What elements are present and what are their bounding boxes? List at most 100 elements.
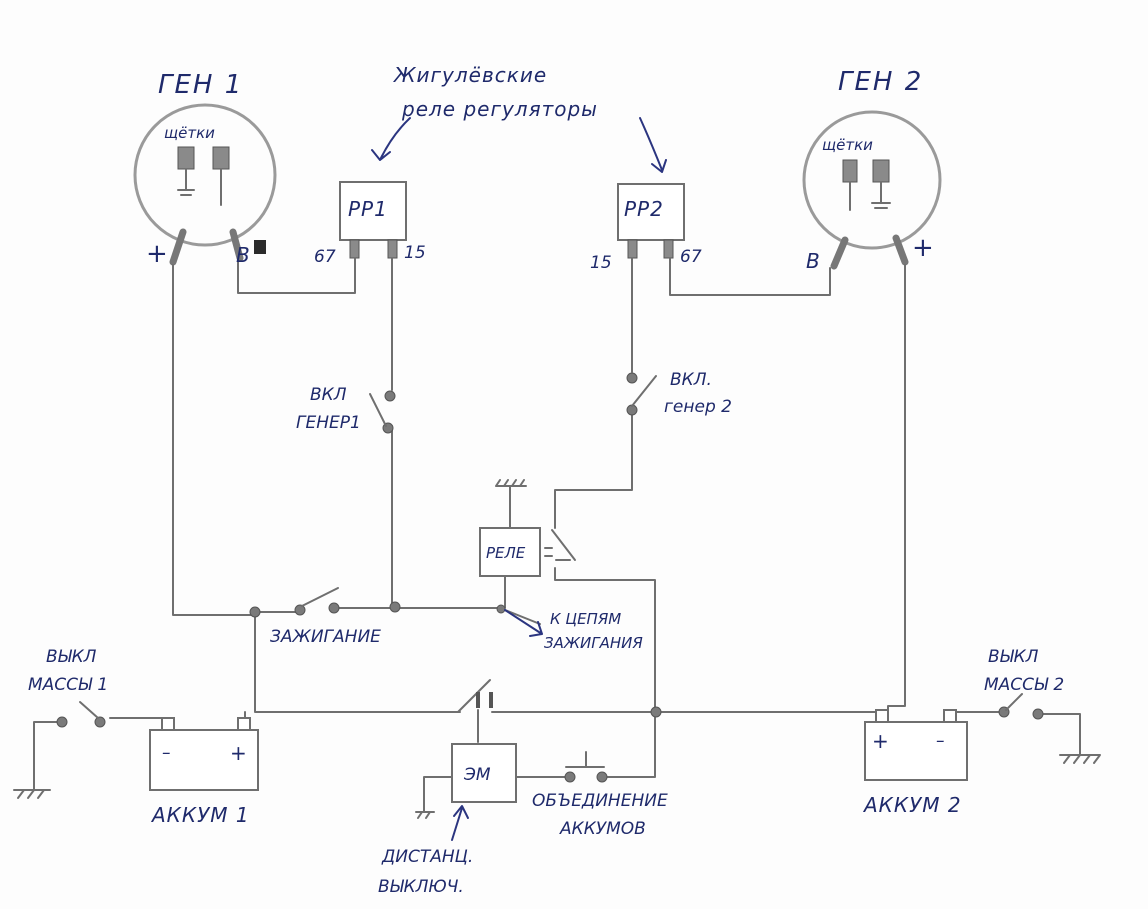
arrow-note-rr1 [371,117,411,161]
battery-2 [864,709,968,781]
gen1-title: ГЕН 1 [158,70,243,100]
gen1-b-terminal [229,228,244,262]
bat2-box [864,721,968,781]
labels: ГЕН 1 щётки + В ГЕН 2 щётки + В Жигулёвс… [28,63,1064,897]
rr1-box [339,181,407,241]
bat1-box [149,729,259,791]
wire-bat1-minus [109,717,169,723]
btn-combine-contact-left [564,771,576,783]
combine-line-2: АККУМОВ [559,819,646,839]
sw-mass2-blade [1005,693,1023,711]
remote-line-1: ДИСТАНЦ. [381,847,473,867]
wire-gen2-plus [887,264,906,723]
bat1-plus-label: + [230,741,248,765]
generator-1-body [133,103,277,247]
relay-ground-icon [495,479,527,487]
bat2-plus-label: + [872,729,890,753]
wire-bus-bat1 [254,611,461,713]
rr1-pin-15-label: 15 [404,243,426,263]
note-line-1: Жигулёвские [392,63,547,87]
rr2-pin-15-label: 15 [590,253,612,273]
mass2-line-2: МАССЫ 2 [984,675,1064,695]
rr1-label: РР1 [348,197,388,221]
node-bus-left [249,606,261,618]
bat1-minus-label: – [162,743,171,763]
bat2-minus-post [943,709,957,723]
relay-contact-blade [551,529,576,561]
wire-mass2-ground [1039,713,1081,756]
bat2-minus-label: – [936,731,945,751]
relay [479,479,576,577]
gen2-brush-left [842,159,858,183]
remote-line-2: ВЫКЛЮЧ. [378,877,464,897]
ground-em-icon [415,811,435,819]
wire-relay-contact [554,567,656,713]
gen1-brush-right [212,146,230,170]
rr2-pin-15 [627,239,638,259]
sw-gen2-line-2: генер 2 [664,397,732,417]
regulator-relay-2 [617,183,685,259]
generator-2-body [802,110,942,250]
sw-ign-blade [301,587,339,607]
rr1-pin-67-label: 67 [314,247,336,267]
generator-2 [802,110,942,270]
node-bus-mid [389,601,401,613]
sw-mass1-contact-right [94,716,106,728]
bat2-plus-post [875,709,889,723]
node-main-right [650,706,662,718]
gen1-b-label: В [236,243,251,267]
wire-gen1-b-rr1 [237,257,356,294]
gen2-b-terminal [830,236,849,270]
electromagnet [451,743,517,803]
gen2-brush-right [872,159,890,183]
gen2-plus-label: + [912,233,936,263]
regulator-relay-1 [339,181,407,259]
sw-ign-contact-right [328,602,340,614]
ground-mass2-icon [1059,754,1101,764]
relay-label: РЕЛЕ [486,544,526,562]
arrow-remote-switch [451,805,469,841]
gen2-brush-ground-icon [871,181,891,209]
bat2-label: АККУМ 2 [862,793,962,817]
gen2-title: ГЕН 2 [838,67,923,97]
btn-combine-plunger [565,751,605,768]
wire-ignition-bus [335,607,541,625]
grounds [13,754,1101,819]
wire-gen2-b-rr2 [669,257,831,296]
generator-1 [133,103,277,266]
sw-gen1-contact-top [384,390,396,402]
arrow-ign-circuits [504,609,543,637]
gen1-plus-terminal [169,228,187,266]
wire-gen1-plus [172,264,256,616]
switches [56,372,1044,783]
mass1-line-2: МАССЫ 1 [28,675,108,695]
sw-gen2-blade [631,375,657,407]
sw-gen1-line-1: ВКЛ [310,385,347,405]
btn-combine-contact-right [596,771,608,783]
sw-gen1-line-2: ГЕНЕР1 [296,413,361,433]
gen2-b-label: В [806,249,821,273]
relay-coil-link [544,547,553,557]
mass2-line-1: ВЫКЛ [988,647,1039,667]
wire-mass1-ground [33,721,63,791]
bat1-plus-post [237,717,251,731]
gen1-brush-ground-icon [177,168,195,196]
bat1-label: АККУМ 1 [150,803,250,827]
em-label: ЭМ [463,765,491,785]
sw-ign-contact-left [294,604,306,616]
ground-mass1-icon [13,789,51,799]
gen1-b-mark [254,240,266,254]
bat1-minus-post [161,717,175,731]
gen1-brushes-label: щётки [164,124,215,142]
combine-line-1: ОБЪЕДИНЕНИЕ [532,791,668,811]
sw-mass1-contact-left [56,716,68,728]
wire-em-ground [423,776,453,813]
sw-main-blade [457,679,491,713]
note-line-2: реле регуляторы [401,97,598,121]
gen2-brushes-label: щётки [822,136,873,154]
arrow-note-rr2 [639,117,667,173]
rr2-box [617,183,685,241]
gen1-plus-label: + [146,239,170,269]
gen1-brush-left [177,146,195,170]
